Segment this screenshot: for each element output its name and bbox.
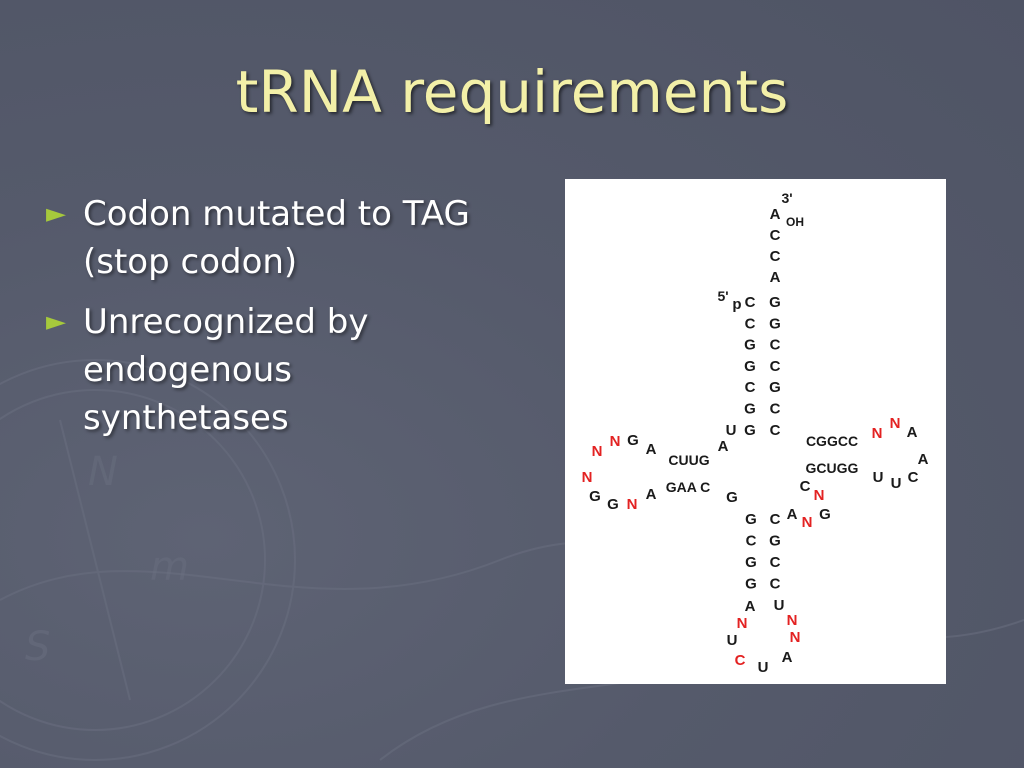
d-loop-base: G	[627, 432, 639, 449]
t-arm-stem: CGGCC	[806, 433, 858, 449]
t-loop-base: A	[918, 451, 929, 468]
acceptor-tail-base: C	[770, 227, 781, 244]
bullet-line: Unrecognized by	[83, 302, 369, 342]
bullet-arrow-icon: ►	[46, 199, 66, 229]
slide-title: tRNA requirements	[235, 58, 789, 126]
bullet-list: ► Codon mutated to TAG (stop codon) ► Un…	[46, 190, 516, 454]
bullet-item: ► Unrecognized by endogenous synthetases	[46, 298, 516, 442]
watermark-letter-m: m	[150, 544, 189, 590]
acceptor-stem-base: G	[744, 401, 756, 418]
anticodon-loop-base: U	[774, 597, 785, 614]
anticodon-loop-base: N	[790, 629, 801, 646]
acceptor-stem-base: C	[770, 401, 781, 418]
bullet-line: Codon mutated to TAG	[83, 194, 470, 234]
anticodon-stem-base: C	[746, 533, 757, 550]
acceptor-tail-base: A	[770, 206, 781, 223]
d-loop-base: G	[589, 488, 601, 505]
d-arm-stem: CUUG	[668, 452, 709, 468]
anticodon-stem-base: C	[770, 576, 781, 593]
acceptor-stem-base: G	[769, 294, 781, 311]
t-loop-base: U	[891, 475, 902, 492]
acceptor-tail-base: A	[770, 269, 781, 286]
acceptor-stem-base: G	[744, 422, 756, 439]
t-loop-base: C	[908, 469, 919, 486]
phosphate-label: p	[732, 296, 741, 313]
anticodon-loop-base: A	[782, 649, 793, 666]
anticodon-loop-base: U	[727, 632, 738, 649]
t-loop-base: U	[873, 469, 884, 486]
d-loop-base: N	[627, 496, 638, 513]
bullet-line: (stop codon)	[83, 242, 298, 282]
d-loop-base: A	[646, 441, 657, 458]
bullet-item: ► Codon mutated to TAG (stop codon)	[46, 190, 516, 286]
bullet-line: synthetases	[83, 398, 289, 438]
anticodon-stem-base: G	[769, 533, 781, 550]
d-loop-base: N	[582, 469, 593, 486]
acceptor-stem-base: C	[770, 337, 781, 354]
anticodon-stem-base: C	[770, 554, 781, 571]
anticodon-loop-base: U	[758, 659, 769, 676]
acceptor-stem-base: G	[744, 337, 756, 354]
d-loop-base: N	[610, 433, 621, 450]
anticodon-stem-base: G	[745, 554, 757, 571]
anticodon-loop-base: N	[787, 612, 798, 629]
anticodon-loop-base: A	[745, 598, 756, 615]
variable-loop-base: A	[787, 506, 798, 523]
anticodon-loop-base: C	[735, 652, 746, 669]
t-arm-stem: GCUGG	[806, 460, 859, 476]
anticodon-loop-base: N	[737, 615, 748, 632]
variable-loop-base: N	[802, 514, 813, 531]
acceptor-stem-base: U	[726, 422, 737, 439]
acceptor-stem-base: C	[745, 294, 756, 311]
variable-loop-base: C	[800, 478, 811, 495]
anticodon-stem-base: G	[745, 511, 757, 528]
t-loop-base: N	[890, 415, 901, 432]
d-loop-base: G	[607, 496, 619, 513]
acceptor-stem-base: C	[745, 315, 756, 332]
d-arm-junction-base: G	[726, 489, 738, 506]
t-loop-base: A	[907, 424, 918, 441]
t-loop-base: N	[872, 425, 883, 442]
watermark-letter-n: N	[88, 449, 118, 495]
anticodon-stem-base: G	[745, 576, 757, 593]
acceptor-stem-base: C	[745, 379, 756, 396]
anticodon-stem-base: C	[770, 511, 781, 528]
five-prime-label: 5'	[717, 288, 728, 304]
acceptor-stem-base: G	[744, 358, 756, 375]
d-arm-junction-base: A	[718, 438, 729, 455]
variable-loop-base: N	[814, 487, 825, 504]
three-prime-label: 3'	[781, 190, 792, 206]
d-arm-stem: GAA C	[666, 479, 711, 495]
oh-label: OH	[786, 215, 804, 229]
acceptor-tail-base: C	[770, 248, 781, 265]
bullet-arrow-icon: ►	[46, 307, 66, 337]
watermark-letter-s: S	[25, 624, 50, 670]
bullet-line: endogenous	[83, 350, 292, 390]
acceptor-stem-base: C	[770, 358, 781, 375]
acceptor-stem-base: G	[769, 315, 781, 332]
acceptor-stem-base: C	[770, 422, 781, 439]
acceptor-stem-base: G	[769, 379, 781, 396]
d-loop-base: A	[646, 486, 657, 503]
variable-loop-base: G	[819, 506, 831, 523]
d-loop-base: N	[592, 443, 603, 460]
